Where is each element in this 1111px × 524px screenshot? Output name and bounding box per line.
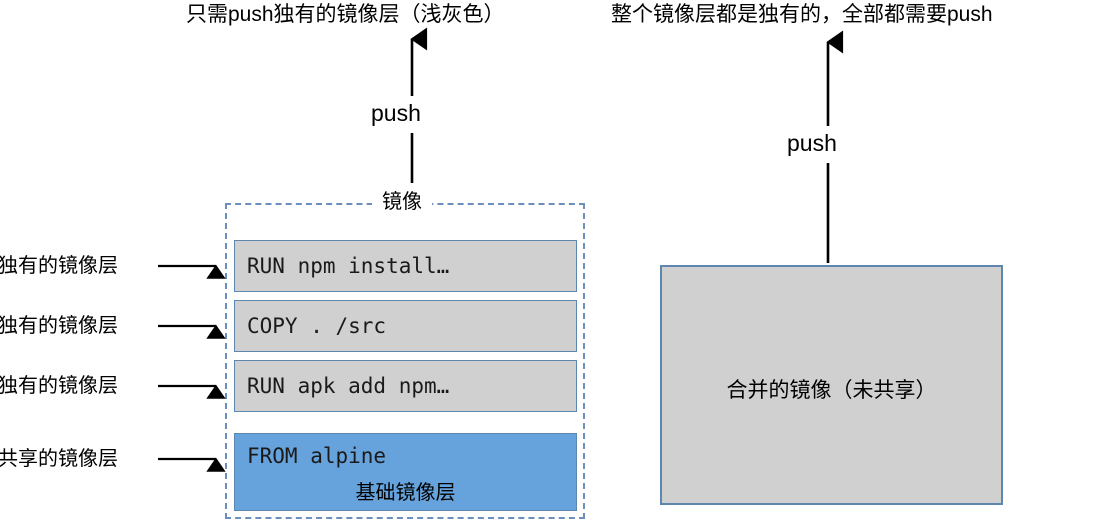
push-arrow-right-lower [826,163,830,263]
push-label-left: push [371,100,421,126]
merged-image-label: 合并的镜像（未共享） [726,379,937,402]
side-arrow-unique-layer-2 [158,324,226,339]
side-label-shared-layer: 共享的镜像层 [0,448,118,470]
side-label-unique-layer-1: 独有的镜像层 [0,255,118,277]
right-diagram-title: 整个镜像层都是独有的，全部都需要push [611,3,993,26]
left-diagram-title: 只需push独有的镜像层（浅灰色） [186,3,505,26]
layer-code-text: COPY . /src [247,314,387,338]
layer-code-text: RUN apk add npm… [247,374,450,398]
side-arrow-unique-layer-3 [158,384,226,399]
layer-box-copy-src[interactable]: COPY . /src [234,300,577,352]
layer-box-from-alpine[interactable]: FROM alpine 基础镜像层 [234,433,577,511]
layer-box-run-npm-install[interactable]: RUN npm install… [234,240,577,292]
push-arrow-left-upper [410,27,428,96]
merged-image-box[interactable]: 合并的镜像（未共享） [660,265,1003,505]
layer-code-text: RUN npm install… [247,254,450,278]
push-arrow-right-upper [826,30,844,126]
side-label-unique-layer-2: 独有的镜像层 [0,315,118,337]
image-group-label: 镜像 [372,190,432,215]
base-layer-caption: 基础镜像层 [355,482,456,504]
layer-box-run-apk-add-npm[interactable]: RUN apk add npm… [234,360,577,412]
push-label-right: push [787,130,837,156]
side-arrow-unique-layer-1 [158,264,226,279]
layer-code-text: FROM alpine [247,444,387,468]
side-arrow-shared-layer [158,457,226,472]
side-label-unique-layer-3: 独有的镜像层 [0,375,118,397]
push-arrow-left-lower [410,133,414,183]
